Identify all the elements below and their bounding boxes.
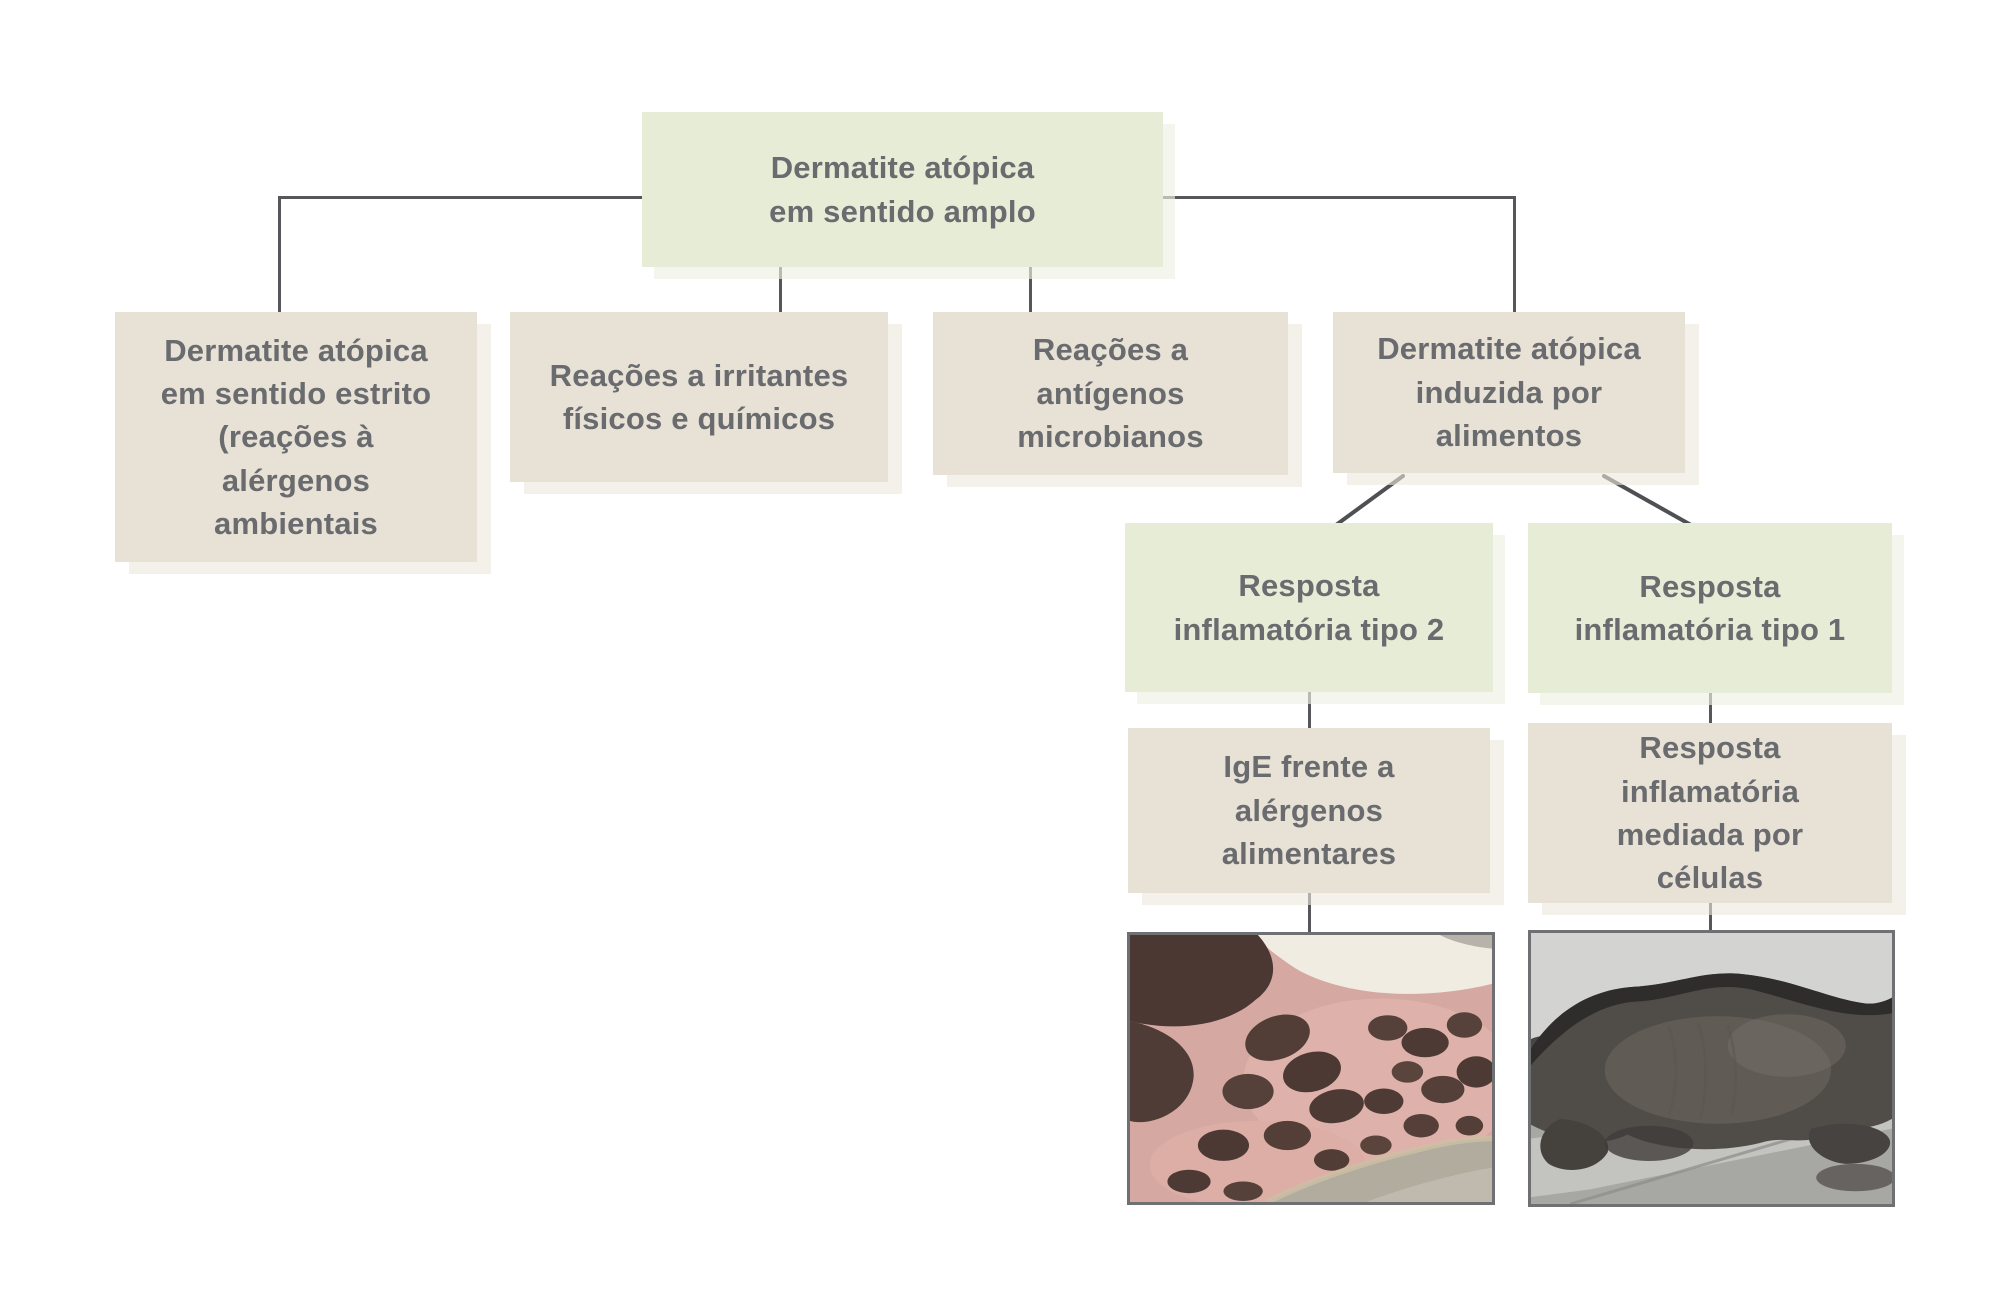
- node-ige-alergenos-alimentares: IgE frente a alérgenos alimentares: [1128, 728, 1490, 893]
- node-resposta-tipo-1: Resposta inflamatória tipo 1: [1528, 523, 1892, 693]
- node-label: Dermatite atópica em sentido estrito (re…: [160, 332, 432, 542]
- connector-cellular-to-photo: [1709, 900, 1712, 932]
- node-label: Dermatite atópica induzida por alimentos: [1377, 331, 1641, 454]
- node-label: Dermatite atópica em sentido amplo: [769, 150, 1036, 229]
- connector-type1-to-cellular: [1709, 691, 1712, 726]
- node-label: IgE frente a alérgenos alimentares: [1221, 749, 1397, 872]
- node-label: Resposta inflamatória mediada por célula…: [1616, 730, 1804, 896]
- connector-root-to-strict-vertical: [278, 196, 281, 314]
- node-label: Resposta inflamatória tipo 1: [1574, 568, 1846, 647]
- dog-abdomen-illustration: [1130, 935, 1492, 1202]
- node-label: Reações a irritantes físicos e químicos: [549, 357, 849, 436]
- connector-root-to-strict-horizontal: [278, 196, 644, 199]
- node-dermatite-sentido-estrito: Dermatite atópica em sentido estrito (re…: [115, 312, 477, 562]
- dog-abdomen-hyperpigmented-spots-photo: [1127, 932, 1495, 1205]
- dog-lichenified-illustration: [1531, 933, 1892, 1204]
- node-label: Resposta inflamatória tipo 2: [1173, 568, 1445, 647]
- node-reacoes-irritantes: Reações a irritantes físicos e químicos: [510, 312, 888, 482]
- connector-root-to-irritants: [779, 265, 782, 314]
- node-reacoes-antigenos-microbianos: Reações a antígenos microbianos: [933, 312, 1288, 475]
- connector-type2-to-ige: [1308, 690, 1311, 730]
- connector-food-to-type2-diagonal: [1334, 474, 1405, 527]
- dog-lichenified-dark-skin-photo: [1528, 930, 1895, 1207]
- connector-ige-to-photo: [1308, 891, 1311, 934]
- node-dermatite-induzida-alimentos: Dermatite atópica induzida por alimentos: [1333, 312, 1685, 473]
- connector-food-to-type1-diagonal: [1602, 474, 1693, 527]
- node-dermatite-atopica-amplo: Dermatite atópica em sentido amplo: [642, 112, 1163, 267]
- connector-root-to-microbial: [1029, 265, 1032, 314]
- node-label: Reações a antígenos microbianos: [1017, 332, 1204, 455]
- node-resposta-tipo-2: Resposta inflamatória tipo 2: [1125, 523, 1493, 692]
- node-resposta-mediada-celulas: Resposta inflamatória mediada por célula…: [1528, 723, 1892, 903]
- connector-root-to-food-horizontal: [1161, 196, 1516, 199]
- connector-root-to-food-vertical: [1513, 196, 1516, 314]
